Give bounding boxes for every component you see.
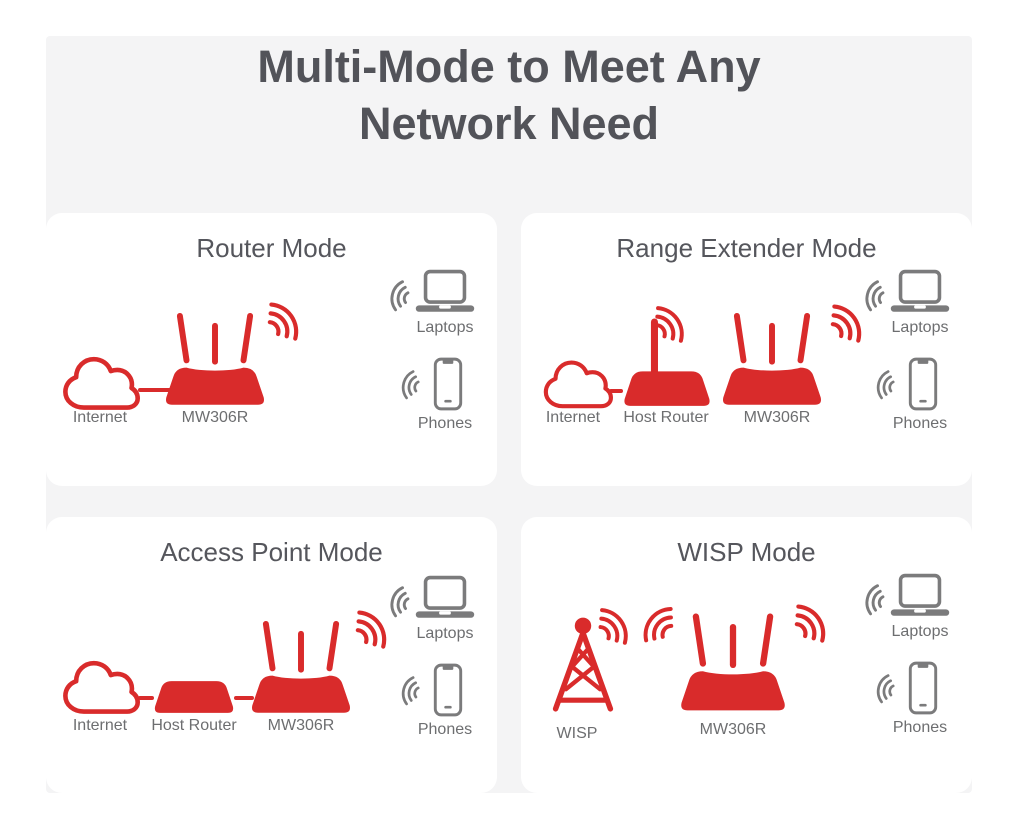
router-icon (677, 605, 789, 715)
page-title-line1: Multi-Mode to Meet Any (257, 41, 761, 92)
internet-cloud-icon (541, 357, 613, 411)
card-access-point-mode: Access Point Mode Internet Host Router M… (46, 517, 497, 793)
mode-cards-grid: Router Mode Internet MW306R Laptops Phon… (46, 213, 972, 793)
connection-line (234, 696, 254, 700)
router-mode-diagram: Internet MW306R Laptops Phones (46, 213, 497, 486)
wifi-signal-icon (375, 270, 417, 320)
laptop-icon (412, 269, 478, 317)
laptops-label: Laptops (416, 625, 474, 642)
card-title-router-mode: Router Mode (196, 233, 347, 263)
laptops-label: Laptops (891, 623, 949, 640)
phone-icon (905, 357, 941, 411)
wifi-signal-icon (862, 360, 901, 408)
router-icon (248, 613, 354, 717)
range-extender-mode-diagram: Internet Host Router MW306R Laptops Phon… (521, 213, 972, 486)
internet-label: Internet (545, 409, 601, 426)
phone-icon (430, 663, 466, 717)
host-router-label: Host Router (151, 717, 237, 734)
router-model-label: MW306R (743, 409, 811, 426)
laptop-icon (887, 269, 953, 317)
router-model-label: MW306R (699, 721, 767, 738)
host-router-box-icon (150, 679, 238, 715)
phone-icon (430, 357, 466, 411)
wifi-signal-icon (850, 574, 892, 624)
internet-label: Internet (72, 717, 128, 734)
connection-line (138, 388, 172, 392)
page-background-panel: Multi-Mode to Meet Any Network Need Rout… (46, 36, 972, 793)
laptops-label: Laptops (416, 319, 474, 336)
card-title-access-point-mode: Access Point Mode (160, 537, 383, 567)
router-icon (162, 305, 268, 409)
card-title-wisp-mode: WISP Mode (677, 537, 816, 567)
phones-label: Phones (892, 719, 948, 736)
card-wisp-mode: WISP Mode WISP MW306R Laptops Phones (521, 517, 972, 793)
wisp-label: WISP (556, 725, 598, 742)
connection-line (138, 696, 154, 700)
router-model-label: MW306R (267, 717, 335, 734)
phones-label: Phones (417, 721, 473, 738)
router-icon (719, 305, 825, 409)
internet-cloud-icon (60, 353, 140, 413)
wifi-signal-icon (375, 576, 417, 626)
laptop-icon (412, 575, 478, 623)
laptops-label: Laptops (891, 319, 949, 336)
phone-icon (905, 661, 941, 715)
wifi-signal-icon (387, 666, 426, 714)
phones-label: Phones (417, 415, 473, 432)
internet-cloud-icon (60, 657, 140, 717)
wifi-signal-icon (862, 664, 901, 712)
wifi-signal-icon (850, 270, 892, 320)
connection-line (609, 389, 623, 393)
wifi-signal-icon (387, 360, 426, 408)
card-router-mode: Router Mode Internet MW306R Laptops Phon… (46, 213, 497, 486)
router-model-label: MW306R (181, 409, 249, 426)
host-router-label: Host Router (623, 409, 709, 426)
page-title: Multi-Mode to Meet Any Network Need (46, 36, 972, 152)
card-range-extender-mode: Range Extender Mode Internet Host Router… (521, 213, 972, 486)
wisp-mode-diagram: WISP MW306R Laptops Phones (521, 517, 972, 793)
page-title-line2: Network Need (358, 98, 660, 149)
wifi-signal-icon (780, 587, 848, 656)
card-title-range-extender-mode: Range Extender Mode (616, 233, 877, 263)
laptop-icon (887, 573, 953, 621)
access-point-mode-diagram: Internet Host Router MW306R Laptops Phon… (46, 517, 497, 793)
phones-label: Phones (892, 415, 948, 432)
internet-label: Internet (72, 409, 128, 426)
